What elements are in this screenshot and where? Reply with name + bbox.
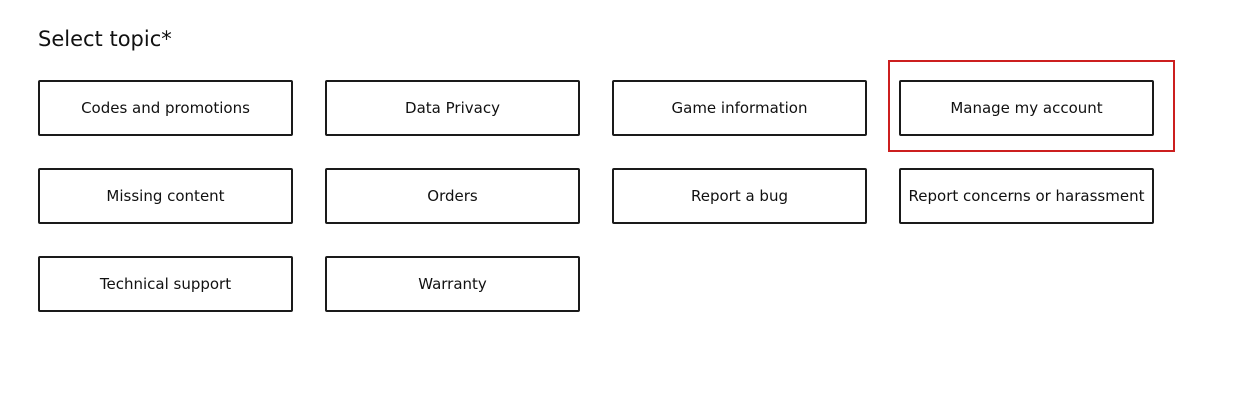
topic-button-data-privacy[interactable]: Data Privacy	[325, 80, 580, 136]
topic-button-warranty[interactable]: Warranty	[325, 256, 580, 312]
topic-button-missing-content[interactable]: Missing content	[38, 168, 293, 224]
topic-button-report-concerns-or-harassment[interactable]: Report concerns or harassment	[899, 168, 1154, 224]
topic-button-codes-and-promotions[interactable]: Codes and promotions	[38, 80, 293, 136]
topic-button-game-information[interactable]: Game information	[612, 80, 867, 136]
topic-button-technical-support[interactable]: Technical support	[38, 256, 293, 312]
topic-button-grid: Codes and promotions Data Privacy Game i…	[38, 80, 1154, 312]
topic-button-manage-my-account[interactable]: Manage my account	[899, 80, 1154, 136]
select-topic-heading: Select topic*	[38, 27, 172, 51]
topic-button-orders[interactable]: Orders	[325, 168, 580, 224]
topic-button-report-a-bug[interactable]: Report a bug	[612, 168, 867, 224]
